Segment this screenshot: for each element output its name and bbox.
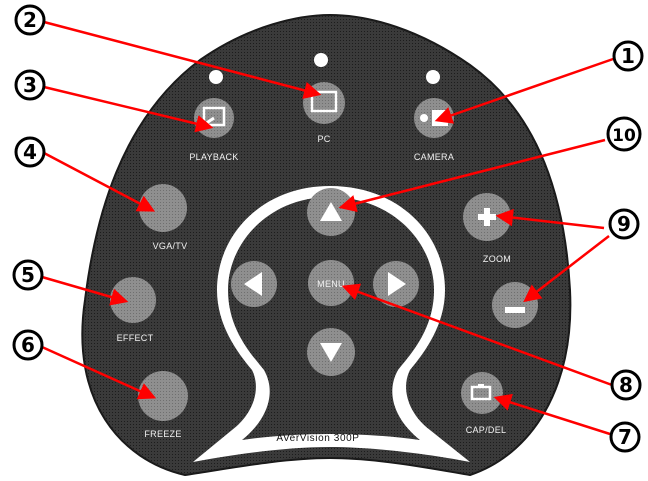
pc-label: PC [317, 134, 330, 144]
callout-2-text: 2 [23, 8, 37, 32]
callout-5-text: 5 [21, 263, 35, 287]
arrow-6 [41, 345, 157, 400]
vga-tv-label: VGA/TV [153, 241, 188, 251]
led-playback [209, 70, 223, 84]
effect-button[interactable]: EFFECT [110, 277, 156, 343]
camera-icon-lens [420, 114, 428, 122]
arrow-7 [493, 393, 611, 436]
arrow-3 [43, 85, 214, 133]
left-button[interactable] [231, 261, 277, 307]
led-pc [314, 53, 328, 67]
left-arrow-icon [244, 272, 262, 296]
callout-9-text: 9 [617, 212, 631, 236]
up-button[interactable] [307, 188, 355, 236]
right-arrow-icon [388, 272, 406, 296]
menu-label: MENU [317, 279, 345, 289]
callout-7-text: 7 [618, 425, 632, 449]
callout-badges: 1 2 3 4 5 6 7 8 [12, 4, 644, 453]
callout-arrows [41, 20, 617, 436]
callout-9: 9 [608, 208, 640, 240]
down-arrow-icon [320, 343, 342, 362]
freeze-button[interactable]: FREEZE [138, 371, 188, 439]
plus-icon [478, 208, 496, 226]
arrow-10 [338, 138, 606, 213]
arrow-8 [341, 283, 613, 387]
callout-10-text: 10 [612, 126, 636, 146]
callout-4-text: 4 [23, 140, 37, 164]
down-button[interactable] [307, 328, 355, 376]
callout-4: 4 [14, 136, 46, 168]
zoom-in-button[interactable] [463, 193, 511, 241]
callout-10: 10 [606, 116, 642, 152]
zoom-out-button[interactable] [492, 282, 538, 328]
playback-label: PLAYBACK [189, 152, 238, 162]
pc-icon [310, 90, 338, 113]
effect-label: EFFECT [117, 333, 154, 343]
callout-1-text: 1 [621, 44, 635, 68]
led-camera [426, 70, 440, 84]
arrow-9b [523, 235, 610, 303]
camera-label: CAMERA [414, 152, 454, 162]
callout-1: 1 [612, 40, 644, 72]
arrow-1 [434, 56, 617, 124]
callout-5: 5 [12, 259, 44, 291]
callout-8: 8 [610, 369, 642, 401]
callout-3: 3 [14, 69, 46, 101]
cap-del-button[interactable]: CAP/DEL [461, 372, 506, 435]
callout-6: 6 [12, 329, 44, 361]
arrow-4 [43, 151, 156, 212]
nav-disc [228, 197, 434, 440]
cap-del-label: CAP/DEL [466, 425, 507, 435]
callout-3-text: 3 [23, 73, 37, 97]
right-button[interactable] [373, 261, 419, 307]
zoom-label: ZOOM [483, 254, 511, 264]
arrow-2 [43, 20, 322, 99]
arrow-5 [41, 275, 129, 306]
freeze-label: FREEZE [144, 429, 181, 439]
callout-6-text: 6 [21, 333, 35, 357]
callout-7: 7 [609, 421, 641, 453]
menu-button[interactable]: MENU [308, 260, 354, 306]
callout-2: 2 [14, 4, 46, 36]
camera-button[interactable]: CAMERA [414, 98, 454, 162]
callout-8-text: 8 [619, 373, 633, 397]
model-name: AVerVision 300P [276, 433, 359, 444]
up-arrow-icon [320, 202, 342, 221]
camera-capture-icon-top [478, 384, 484, 387]
arrow-9a [495, 208, 605, 230]
